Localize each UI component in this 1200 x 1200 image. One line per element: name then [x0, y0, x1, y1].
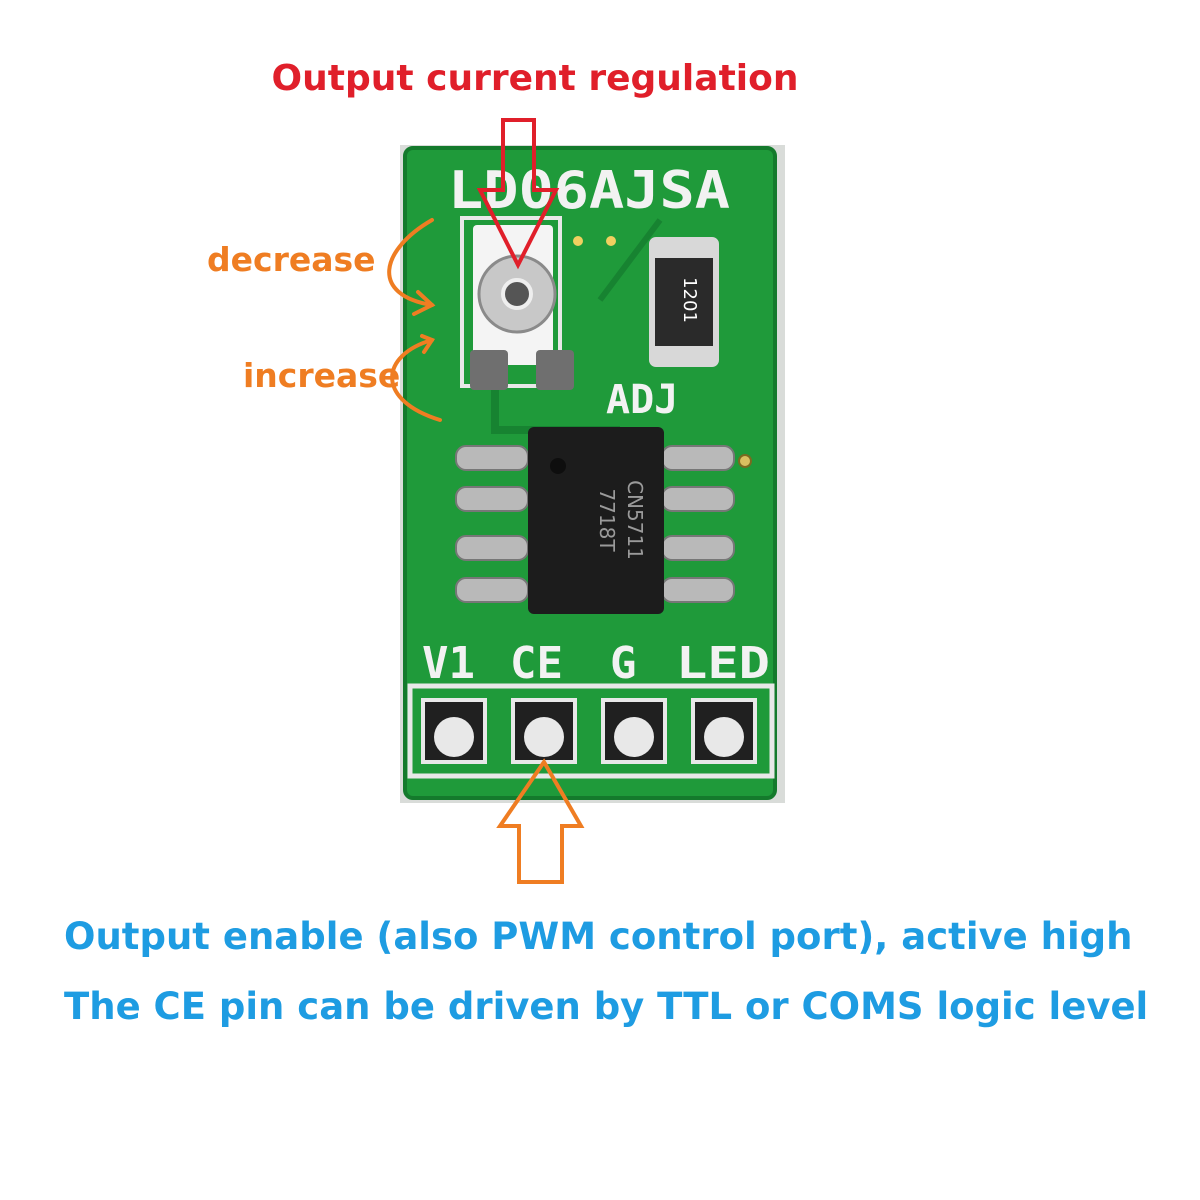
- pin-label-v1: V1: [422, 638, 475, 689]
- resistor-code-text: 1201: [679, 277, 700, 323]
- pin-label-g: G: [610, 638, 637, 689]
- potentiometer-outline: [460, 216, 562, 388]
- ic-chip: [528, 427, 664, 614]
- ce-pin-logic-description: The CE pin can be driven by TTL or COMS …: [64, 985, 1149, 1028]
- chip-marking-line-1: CN5711: [623, 480, 647, 560]
- increase-label: increase: [243, 356, 401, 395]
- pin-label-ce: CE: [510, 638, 563, 689]
- header-silkscreen: [407, 683, 775, 779]
- regulation-arrow-icon: [476, 118, 560, 270]
- output-enable-description: Output enable (also PWM control port), a…: [64, 915, 1133, 958]
- chip-marking-line-2: 7718T: [595, 488, 619, 552]
- adj-label: ADJ: [606, 377, 678, 423]
- pin-label-led: LED: [676, 638, 770, 689]
- header-pads: [421, 698, 757, 764]
- rotation-arrows-icon: [387, 218, 442, 422]
- output-current-regulation-label: Output current regulation: [271, 58, 799, 99]
- ic-pins-right: [661, 445, 735, 603]
- ic-pins-left: [455, 445, 529, 603]
- decrease-label: decrease: [207, 240, 376, 279]
- ce-pin-arrow-icon: [496, 758, 585, 884]
